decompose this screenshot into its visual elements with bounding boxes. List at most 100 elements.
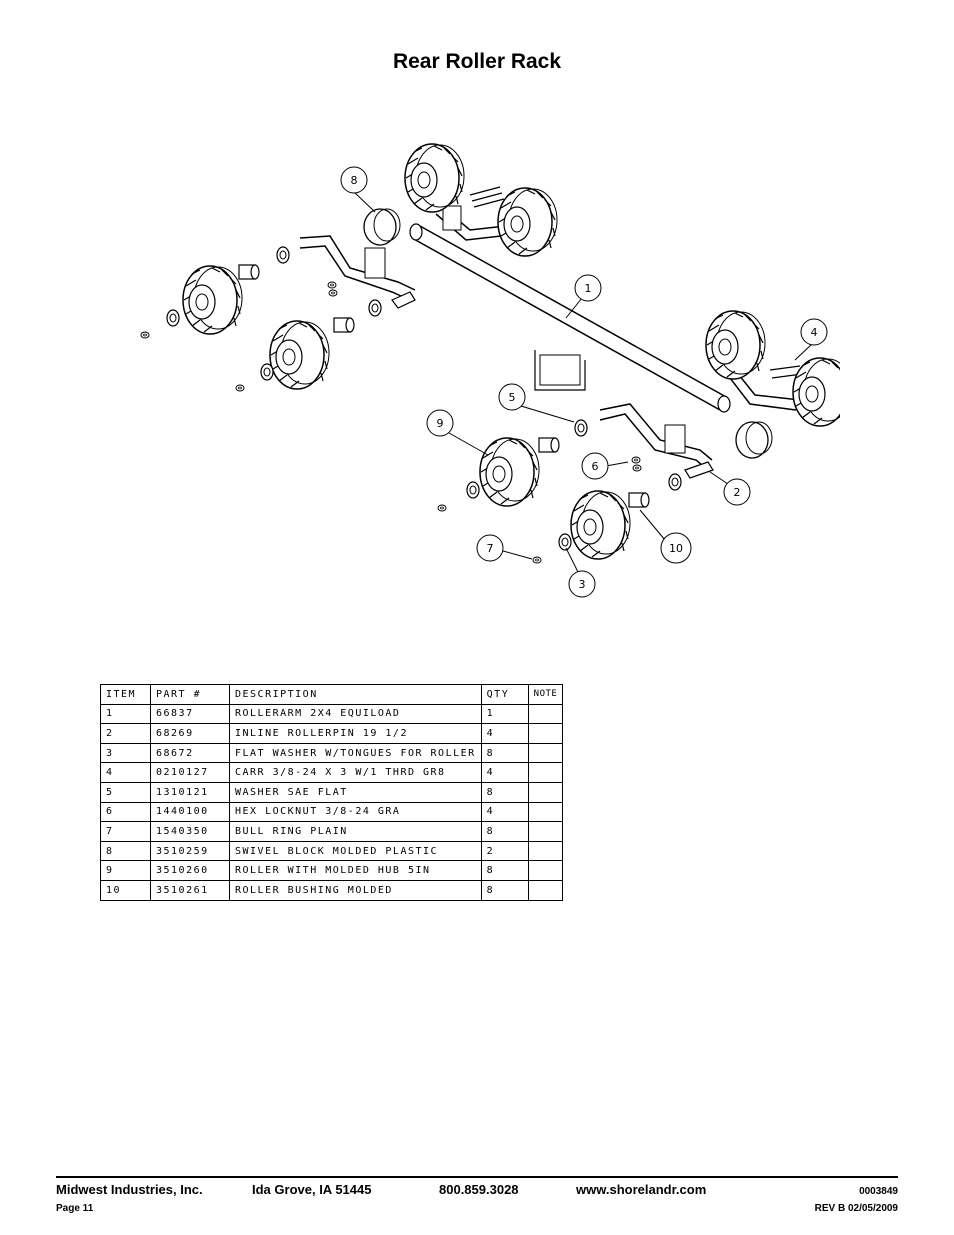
svg-text:5: 5 xyxy=(509,391,516,404)
svg-text:6: 6 xyxy=(592,460,599,473)
hex-nut xyxy=(328,289,338,297)
callout-2: 2 xyxy=(723,478,751,506)
table-row: 1 66837 ROLLERARM 2X4 EQUILOAD 1 xyxy=(100,703,564,725)
washer xyxy=(574,419,588,437)
roller xyxy=(570,490,631,560)
roller xyxy=(269,320,330,390)
table-row: 10 3510261 ROLLER BUSHING MOLDED 8 xyxy=(100,879,564,901)
roller xyxy=(404,143,465,213)
cell-note xyxy=(527,762,564,783)
callout-4: 4 xyxy=(800,318,828,346)
cell-description: ROLLER BUSHING MOLDED xyxy=(229,879,482,901)
cell-part-number: 68672 xyxy=(150,742,230,764)
cell-qty: 4 xyxy=(480,723,529,744)
hex-nut xyxy=(140,331,150,339)
callout-8: 8 xyxy=(340,166,368,194)
cell-description: HEX LOCKNUT 3/8-24 GRA xyxy=(229,801,482,823)
footer-company: Midwest Industries, Inc. xyxy=(56,1182,203,1197)
cell-item: 9 xyxy=(100,860,151,881)
cell-description: INLINE ROLLERPIN 19 1/2 xyxy=(229,723,482,744)
footer-page-number: Page 11 xyxy=(56,1203,94,1214)
footer-city: Ida Grove, IA 51445 xyxy=(252,1182,372,1197)
cell-qty: 8 xyxy=(480,821,529,842)
cell-description: SWIVEL BLOCK MOLDED PLASTIC xyxy=(229,840,482,862)
cell-note xyxy=(527,781,564,803)
col-part-number: PART # xyxy=(150,684,230,705)
exploded-parts-diagram: 8 1 4 5 9 6 2 7 10 3 xyxy=(140,143,840,598)
table-row: 2 68269 INLINE ROLLERPIN 19 1/2 4 xyxy=(100,723,564,744)
hex-nut xyxy=(437,504,447,512)
col-note: NOTE xyxy=(527,684,564,705)
footer-phone: 800.859.3028 xyxy=(439,1182,519,1197)
footer-doc-number: 0003849 xyxy=(859,1186,898,1197)
cell-note xyxy=(527,840,564,862)
footer-revision: REV B 02/05/2009 xyxy=(814,1203,898,1214)
table-row: 9 3510260 ROLLER WITH MOLDED HUB 5IN 8 xyxy=(100,860,564,881)
bushing xyxy=(628,492,650,508)
bushing xyxy=(538,437,560,453)
table-row: 3 68672 FLAT WASHER W/TONGUES FOR ROLLER… xyxy=(100,742,564,764)
cell-description: WASHER SAE FLAT xyxy=(229,781,482,803)
cell-part-number: 3510261 xyxy=(150,879,230,901)
cell-note xyxy=(527,860,564,881)
cell-description: ROLLER WITH MOLDED HUB 5IN xyxy=(229,860,482,881)
cell-note xyxy=(527,801,564,823)
table-row: 8 3510259 SWIVEL BLOCK MOLDED PLASTIC 2 xyxy=(100,840,564,862)
footer-website[interactable]: www.shorelandr.com xyxy=(576,1182,707,1197)
cell-part-number: 1540350 xyxy=(150,821,230,842)
cell-part-number: 68269 xyxy=(150,723,230,744)
cell-description: BULL RING PLAIN xyxy=(229,821,482,842)
callout-1: 1 xyxy=(574,274,602,302)
cell-item: 4 xyxy=(100,762,151,783)
svg-text:2: 2 xyxy=(734,486,741,499)
main-tube xyxy=(409,223,731,413)
table-row: 6 1440100 HEX LOCKNUT 3/8-24 GRA 4 xyxy=(100,801,564,823)
table-header-row: ITEM PART # DESCRIPTION QTY NOTE xyxy=(100,684,564,705)
washer xyxy=(260,363,274,381)
cell-qty: 8 xyxy=(480,879,529,901)
cell-qty: 4 xyxy=(480,801,529,823)
roller xyxy=(497,187,558,257)
callout-9: 9 xyxy=(426,409,454,437)
hex-nut xyxy=(532,556,542,564)
cell-item: 8 xyxy=(100,840,151,862)
roller xyxy=(792,357,840,427)
cell-description: FLAT WASHER W/TONGUES FOR ROLLER xyxy=(229,742,482,764)
callout-5: 5 xyxy=(498,383,526,411)
roller xyxy=(182,265,243,335)
washer xyxy=(668,473,682,491)
svg-text:9: 9 xyxy=(437,417,444,430)
callout-7: 7 xyxy=(476,534,504,562)
cell-item: 7 xyxy=(100,821,151,842)
cell-item: 2 xyxy=(100,723,151,744)
bushing xyxy=(238,264,260,280)
callout-3: 3 xyxy=(568,570,596,598)
cell-item: 10 xyxy=(100,879,151,901)
svg-text:7: 7 xyxy=(487,542,494,555)
parts-table: ITEM PART # DESCRIPTION QTY NOTE 1 66837… xyxy=(100,684,564,901)
cell-note xyxy=(527,879,564,901)
cell-part-number: 3510259 xyxy=(150,840,230,862)
table-row: 5 1310121 WASHER SAE FLAT 8 xyxy=(100,781,564,803)
roller xyxy=(705,310,766,380)
cell-note xyxy=(527,723,564,744)
col-item: ITEM xyxy=(100,684,151,705)
col-description: DESCRIPTION xyxy=(229,684,482,705)
cell-description: ROLLERARM 2X4 EQUILOAD xyxy=(229,703,482,725)
hex-nut xyxy=(235,384,245,392)
roller xyxy=(479,437,540,507)
cell-qty: 8 xyxy=(480,860,529,881)
washer xyxy=(466,481,480,499)
callout-10: 10 xyxy=(660,532,692,564)
swivel-block xyxy=(363,208,773,459)
arm-upper-left xyxy=(299,235,416,301)
washer xyxy=(166,309,180,327)
cell-part-number: 1440100 xyxy=(150,801,230,823)
cell-note xyxy=(527,703,564,725)
cell-part-number: 0210127 xyxy=(150,762,230,783)
hex-nut xyxy=(632,464,642,472)
cell-qty: 2 xyxy=(480,840,529,862)
callout-6: 6 xyxy=(581,452,609,480)
cell-qty: 8 xyxy=(480,781,529,803)
hex-nut xyxy=(327,281,337,289)
